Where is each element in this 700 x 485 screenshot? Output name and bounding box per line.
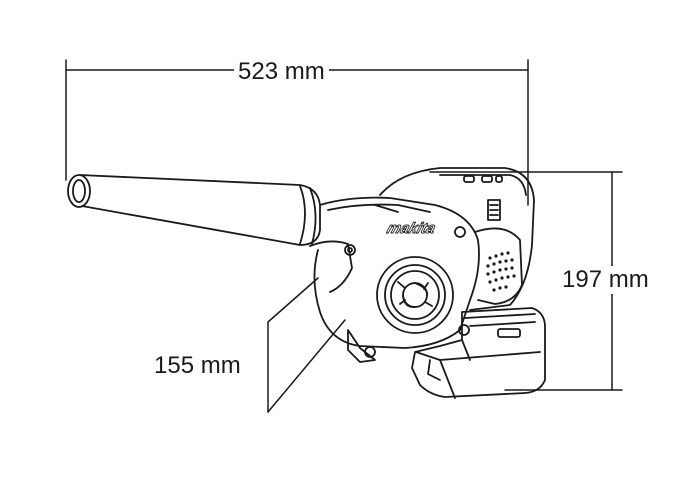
fan-intake bbox=[376, 256, 454, 334]
width-dimension-label: 155 mm bbox=[154, 352, 241, 379]
svg-text:makita: makita bbox=[385, 220, 438, 237]
nozzle-tube bbox=[67, 174, 321, 246]
makita-logo: makita bbox=[384, 220, 438, 237]
fan-housing bbox=[309, 196, 480, 363]
vent-grille bbox=[486, 251, 516, 292]
motor-housing bbox=[379, 167, 535, 311]
length-dimension-label: 523 mm bbox=[234, 60, 329, 84]
height-dimension-label: 197 mm bbox=[562, 266, 649, 294]
width-dimension-line bbox=[267, 277, 346, 413]
battery-pack bbox=[411, 307, 546, 399]
